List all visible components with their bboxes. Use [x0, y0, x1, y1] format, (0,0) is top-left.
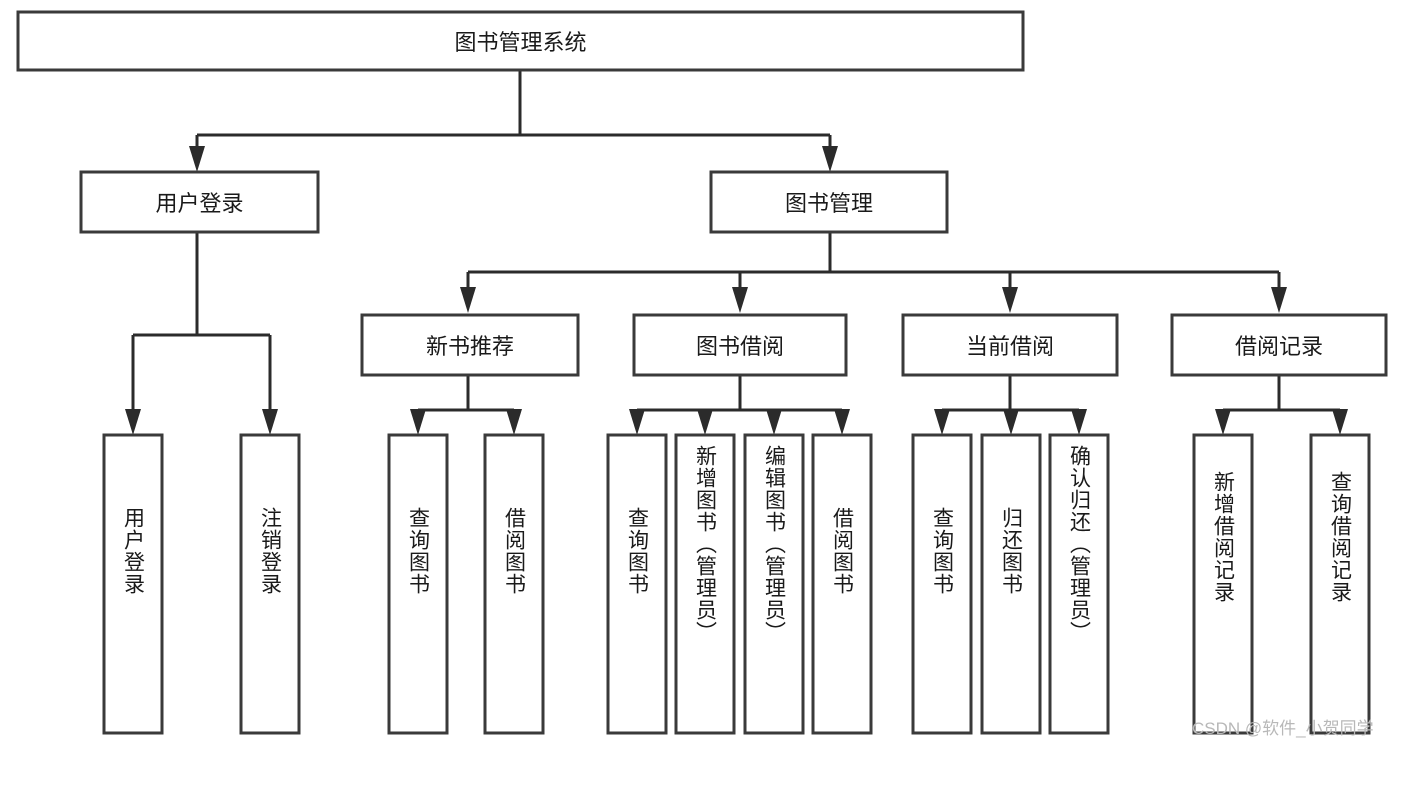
node-box-title[interactable]: [16, 10, 1025, 72]
node-box-leaf-query-book-1[interactable]: [387, 433, 449, 735]
arrow-bookmgmt-c4: [1271, 287, 1287, 313]
node-box-book-management[interactable]: [709, 170, 949, 234]
node-box-leaf-query-book-2[interactable]: [606, 433, 668, 735]
flowchart-canvas: [16, 10, 1388, 735]
node-box-leaf-confirm-return[interactable]: [1048, 433, 1110, 735]
node-box-borrow-record[interactable]: [1170, 313, 1388, 377]
node-box-user-login[interactable]: [79, 170, 320, 234]
node-box-leaf-borrow-book-1[interactable]: [483, 433, 545, 735]
node-box-leaf-query-book-3[interactable]: [911, 433, 973, 735]
flowchart-diagram: 图书管理系统 用户登录 图书管理 新书推荐 图书借阅 当前借阅 借阅记录 用户登…: [16, 10, 1388, 738]
arrow-record-l2: [1332, 409, 1348, 435]
node-box-leaf-add-book[interactable]: [674, 433, 736, 735]
arrow-userlogin-leaf1: [125, 409, 141, 435]
edges-layer: [125, 70, 1348, 435]
node-box-current-borrow[interactable]: [901, 313, 1119, 377]
arrow-newbook-l1: [410, 409, 426, 435]
node-box-leaf-user-login[interactable]: [102, 433, 164, 735]
arrow-borrow-l4: [834, 409, 850, 435]
arrow-borrow-l1: [629, 409, 645, 435]
arrow-newbook-l2: [506, 409, 522, 435]
arrow-bookmgmt-c2: [732, 287, 748, 313]
node-box-leaf-edit-book[interactable]: [743, 433, 805, 735]
node-box-leaf-query-record[interactable]: [1309, 433, 1371, 735]
arrow-current-l3: [1071, 409, 1087, 435]
arrow-root-to-user-login: [189, 146, 205, 172]
node-box-leaf-logout-login[interactable]: [239, 433, 301, 735]
node-box-leaf-borrow-book-2[interactable]: [811, 433, 873, 735]
arrow-borrow-l2: [697, 409, 713, 435]
arrow-bookmgmt-c1: [460, 287, 476, 313]
nodes-layer: [16, 10, 1388, 735]
arrow-current-l2: [1003, 409, 1019, 435]
arrow-current-l1: [934, 409, 950, 435]
arrow-bookmgmt-c3: [1002, 287, 1018, 313]
node-box-new-book-recommend[interactable]: [360, 313, 580, 377]
arrow-borrow-l3: [766, 409, 782, 435]
node-box-leaf-return-book[interactable]: [980, 433, 1042, 735]
arrow-userlogin-leaf2: [262, 409, 278, 435]
node-box-book-borrow[interactable]: [632, 313, 848, 377]
node-box-leaf-add-record[interactable]: [1192, 433, 1254, 735]
arrow-root-to-book-management: [822, 146, 838, 172]
arrow-record-l1: [1215, 409, 1231, 435]
